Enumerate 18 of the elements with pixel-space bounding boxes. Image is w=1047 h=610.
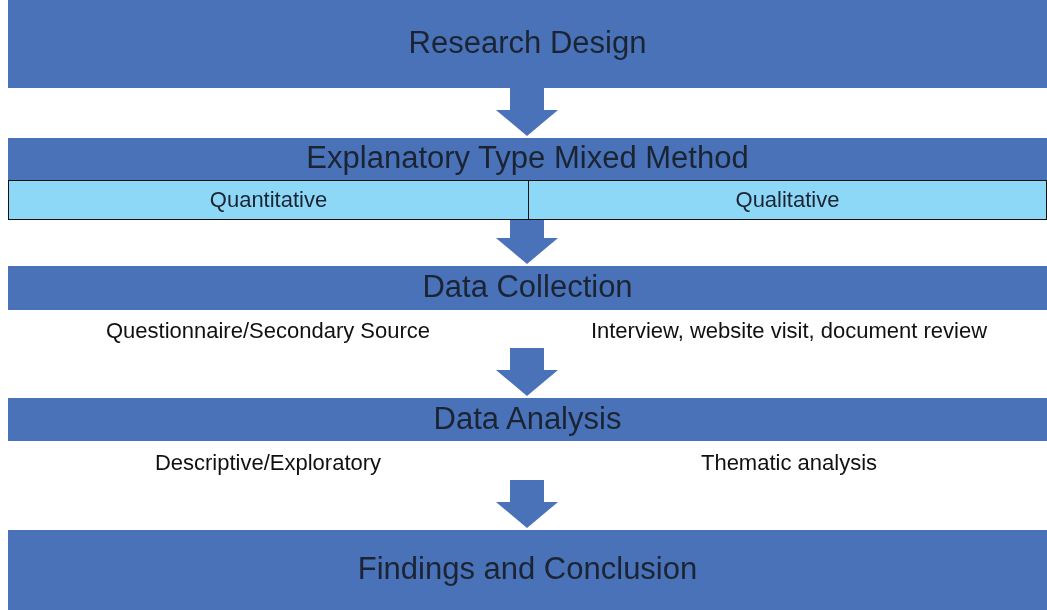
- method-note: Interview, website visit, document review: [590, 318, 988, 344]
- stage-title: Findings and Conclusion: [356, 551, 699, 588]
- stage-band: [8, 530, 1047, 610]
- stage-title: Data Collection: [421, 269, 634, 306]
- method-box: Qualitative: [528, 180, 1047, 220]
- stage-title: Explanatory Type Mixed Method: [305, 140, 750, 177]
- stage-band: [8, 0, 1047, 88]
- stage-title: Data Analysis: [432, 400, 623, 437]
- stage-title: Research Design: [407, 25, 648, 62]
- arrow: [496, 88, 558, 136]
- method-note: Questionnaire/Secondary Source: [105, 318, 431, 344]
- stage-band: [8, 138, 1047, 220]
- method-box: Quantitative: [8, 180, 529, 220]
- method-note: Thematic analysis: [700, 450, 878, 476]
- arrow: [496, 348, 558, 396]
- method-note: Descriptive/Exploratory: [154, 450, 382, 476]
- arrow: [496, 220, 558, 264]
- arrow: [496, 480, 558, 528]
